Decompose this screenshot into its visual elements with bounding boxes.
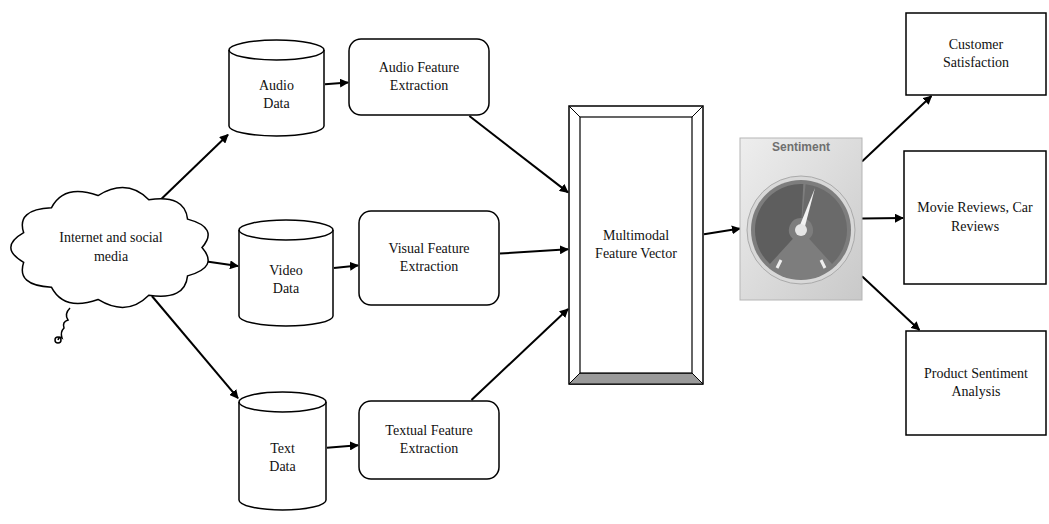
process-box-outline: [348, 38, 490, 116]
data-store: Video Data: [238, 220, 334, 326]
output-box-outline: [903, 150, 1047, 285]
text-holder: Audio Feature Extraction: [348, 38, 490, 116]
source-cloud-outline: [10, 185, 212, 310]
flow-arrow: [704, 229, 740, 235]
flow-arrow: [334, 265, 358, 268]
feature-vector-box: Multimodal Feature Vector: [568, 105, 704, 385]
process-box-outline: [358, 210, 500, 306]
text-holder: Textual Feature Extraction: [358, 400, 500, 480]
sentiment-gauge-outline: [740, 138, 862, 300]
text-holder: Audio Data: [228, 40, 325, 136]
text-holder: Customer Satisfaction: [905, 12, 1047, 96]
node-label: Product Sentiment Analysis: [915, 365, 1037, 401]
flow-arrow: [471, 309, 568, 400]
process-box: Textual Feature Extraction: [358, 400, 500, 480]
node-label: Video Data: [268, 262, 304, 298]
node-label: Multimodal Feature Vector: [588, 227, 684, 263]
node-label: Audio Data: [258, 77, 295, 113]
process-box: Audio Feature Extraction: [348, 38, 490, 116]
text-holder: Visual Feature Extraction: [358, 210, 500, 306]
node-label: Customer Satisfaction: [915, 36, 1037, 72]
node-label: Text Data: [268, 440, 297, 476]
feature-vector-box-outline: [568, 105, 704, 385]
output-box-outline: [905, 330, 1047, 436]
node-label: Internet and social media: [44, 229, 178, 265]
flow-arrow: [469, 116, 568, 192]
flow-arrow: [327, 445, 358, 447]
text-holder: Product Sentiment Analysis: [905, 330, 1047, 436]
sentiment-gauge: Sentiment: [740, 138, 862, 300]
source-cloud: Internet and social media: [10, 185, 212, 310]
process-box: Visual Feature Extraction: [358, 210, 500, 306]
data-store: Text Data: [238, 392, 327, 510]
flow-arrow: [500, 249, 568, 253]
node-label: Visual Feature Extraction: [368, 240, 490, 276]
text-holder: Sentiment: [740, 138, 862, 300]
flow-arrow: [325, 82, 348, 84]
flow-arrow: [862, 217, 903, 219]
output-box: Movie Reviews, Car Reviews: [903, 150, 1047, 285]
text-holder: Multimodal Feature Vector: [568, 105, 704, 385]
cloud-tail-dot: [55, 337, 61, 343]
data-store: Audio Data: [228, 40, 325, 136]
node-label: Movie Reviews, Car Reviews: [913, 199, 1037, 235]
text-holder: Movie Reviews, Car Reviews: [903, 150, 1047, 285]
output-box: Customer Satisfaction: [905, 12, 1047, 96]
text-holder: Internet and social media: [10, 185, 212, 310]
text-holder: Video Data: [238, 220, 334, 326]
gauge-label: Sentiment: [772, 140, 830, 156]
text-holder: Text Data: [238, 392, 327, 510]
node-label: Audio Feature Extraction: [358, 59, 480, 95]
output-box: Product Sentiment Analysis: [905, 330, 1047, 436]
process-box-outline: [358, 400, 500, 480]
output-box-outline: [905, 12, 1047, 96]
flow-arrow: [161, 135, 228, 199]
cloud-tail: [58, 308, 70, 340]
node-label: Textual Feature Extraction: [368, 422, 490, 458]
flow-arrow: [152, 296, 238, 398]
